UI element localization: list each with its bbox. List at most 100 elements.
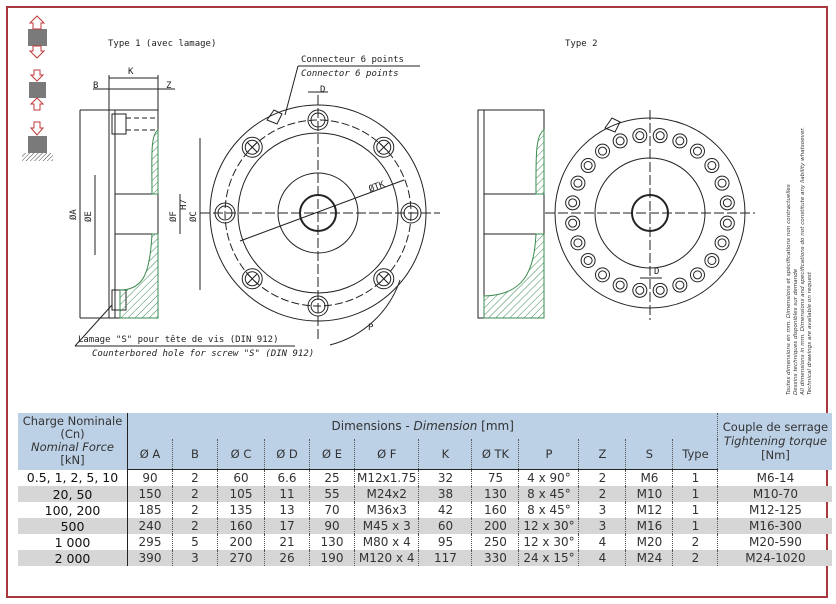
table-cell: 90 — [309, 518, 355, 534]
bolt-hole — [595, 267, 611, 283]
bolt-hole — [373, 268, 395, 290]
table-cell: M36x3 — [353, 502, 419, 518]
column-header: Type — [672, 439, 718, 470]
bolt-hole — [632, 282, 648, 298]
dim-label-z: Z — [166, 81, 172, 91]
table-cell: 390 — [127, 550, 173, 566]
torque-header-fr: Couple de serrage — [722, 420, 829, 435]
note-line: Technical drawings are available on requ… — [807, 271, 813, 395]
charge-header-cn: (Cn) — [60, 427, 85, 442]
table-cell: M120 x 4 — [353, 550, 419, 566]
dim-label-p: P — [368, 323, 374, 333]
table-cell: 4 — [578, 550, 626, 566]
column-header: Ø A — [127, 439, 173, 470]
bolt-hole — [672, 277, 688, 293]
table-cell: 70 — [309, 502, 355, 518]
charge-cell: 100, 200 — [18, 502, 128, 518]
dim-label-d-type2: D — [654, 267, 659, 277]
bolt-hole — [672, 133, 688, 149]
load-tension-compression-icon — [28, 15, 47, 59]
charge-header-unit: [kN] — [60, 453, 85, 468]
table-cell: 2 — [172, 518, 218, 534]
column-header: S — [625, 439, 673, 470]
charge-cell: 0.5, 1, 2, 5, 10 — [18, 469, 128, 486]
table-cell: 150 — [127, 486, 173, 502]
column-header: B — [172, 439, 218, 470]
torque-header-unit: [Nm] — [761, 448, 790, 463]
table-cell: 117 — [418, 550, 472, 566]
bolt-hole — [241, 268, 263, 290]
bolt-hole — [704, 158, 720, 174]
dim-label-a: ØA — [68, 209, 79, 220]
bolt-hole — [580, 252, 596, 268]
table-cell: M24x2 — [353, 486, 419, 502]
lamage-label-fr: Lamage "S" pour tête de vis (DIN 912) — [78, 334, 278, 345]
table-cell: 12 x 30° — [518, 518, 579, 534]
bolt-hole — [595, 143, 611, 159]
dim-label-h7: H7 — [179, 199, 189, 210]
table-cell: 160 — [471, 502, 519, 518]
table-cell: 90 — [127, 469, 173, 486]
table-cell: 240 — [127, 518, 173, 534]
table-cell: 1 — [672, 486, 718, 502]
table-cell: 2 — [172, 502, 218, 518]
table-cell: M10-70 — [717, 486, 833, 502]
bolt-hole — [719, 215, 735, 231]
bolt-hole — [689, 143, 705, 159]
connector-label-fr: Connecteur 6 points — [301, 55, 404, 65]
bolt-hole — [612, 277, 628, 293]
table-cell: 295 — [127, 534, 173, 550]
table-cell: 32 — [418, 469, 472, 486]
page-frame — [6, 6, 828, 598]
table-cell: 160 — [217, 518, 265, 534]
bolt-hole — [565, 215, 581, 231]
dim-label-c: ØC — [188, 211, 199, 222]
table-cell: M20-590 — [717, 534, 833, 550]
column-header: Ø E — [309, 439, 355, 470]
table-cell: 185 — [127, 502, 173, 518]
charge-header: Charge Nominale (Cn) Nominal Force [kN] — [18, 413, 128, 470]
table-cell: 26 — [264, 550, 310, 566]
bolt-hole — [373, 136, 395, 158]
table-cell: 6.6 — [264, 469, 310, 486]
note-line: All dimensions in mm. Dimensions and spe… — [800, 127, 806, 395]
disclaimer-notes: Toutes dimensions en mm. Dimensions et s… — [786, 115, 814, 395]
table-cell: 1 — [672, 518, 718, 534]
column-header: P — [518, 439, 579, 470]
dimensions-header: Dimensions - Dimension [mm] — [127, 413, 718, 439]
column-header: Z — [578, 439, 626, 470]
table-cell: 25 — [309, 469, 355, 486]
table-cell: 2 — [578, 469, 626, 486]
table-cell: M45 x 3 — [353, 518, 419, 534]
torque-header-en: Tightening torque — [723, 434, 827, 449]
table-cell: 330 — [471, 550, 519, 566]
bolt-hole — [565, 195, 581, 211]
table-cell: M24 — [625, 550, 673, 566]
bolt-hole — [612, 133, 628, 149]
table-cell: M10 — [625, 486, 673, 502]
table-cell: M20 — [625, 534, 673, 550]
dim-label-f: ØF — [168, 211, 179, 222]
connector-label-en: Connector 6 points — [301, 69, 399, 79]
table-cell: 75 — [471, 469, 519, 486]
table-cell: 3 — [578, 518, 626, 534]
table-cell: 1 — [672, 502, 718, 518]
bolt-hole — [704, 252, 720, 268]
table-cell: 135 — [217, 502, 265, 518]
table-cell: 1 — [672, 469, 718, 486]
table-cell: 2 — [172, 469, 218, 486]
table-cell: M6-14 — [717, 469, 833, 486]
table-cell: 8 x 45° — [518, 502, 579, 518]
table-cell: 130 — [471, 486, 519, 502]
type2-title: Type 2 — [565, 39, 598, 49]
table-cell: 95 — [418, 534, 472, 550]
lamage-label-en: Counterbored hole for screw "S" (DIN 912… — [92, 349, 314, 359]
table-cell: 24 x 15° — [518, 550, 579, 566]
table-cell: 60 — [418, 518, 472, 534]
bolt-hole — [714, 175, 730, 191]
